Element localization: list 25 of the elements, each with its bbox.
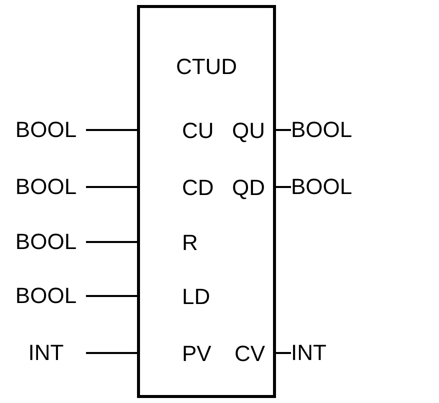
pin-label: LD [140,282,210,312]
pin-label: PV [140,339,210,369]
type-label: BOOL [6,172,86,202]
connector-line [274,129,291,131]
connector-line [86,352,139,354]
type-label: BOOL [6,281,86,311]
connector-line [86,129,139,131]
connector-line [86,241,139,243]
type-label: BOOL [6,227,86,257]
type-label: BOOL [6,115,86,145]
type-label: INT [6,338,86,368]
connector-line [274,186,291,188]
pin-label: QU [215,116,275,146]
connector-line [86,186,139,188]
connector-line [86,295,139,297]
pin-label: CV [215,339,275,369]
type-label: BOOL [291,115,381,145]
pin-label: CU [140,116,210,146]
type-label: INT [291,338,381,368]
block-title: CTUD [174,56,238,78]
function-block [137,5,276,398]
connector-line [274,352,291,354]
pin-label: QD [215,173,275,203]
type-label: BOOL [291,172,381,202]
pin-label: R [140,228,210,258]
